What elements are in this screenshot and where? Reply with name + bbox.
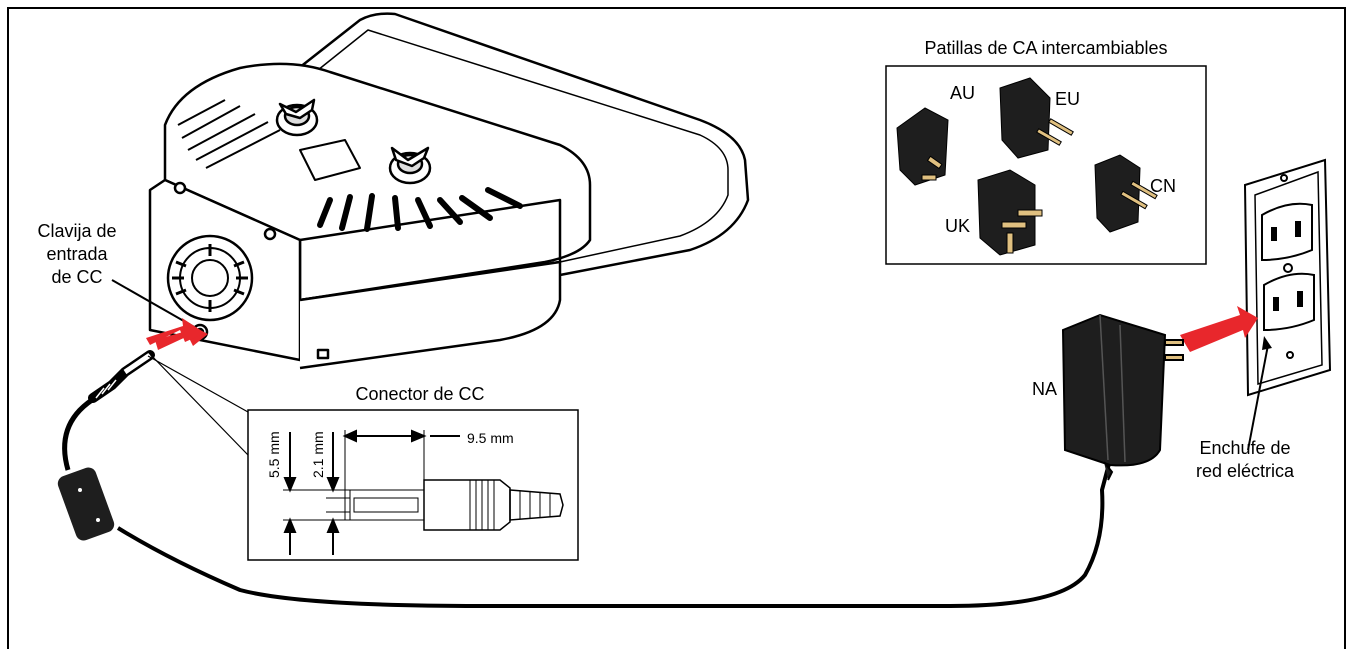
- dc-connector-title: Conector de CC: [355, 384, 485, 404]
- plug-uk-label: UK: [945, 216, 971, 236]
- dc-jack-pointer: [111, 279, 197, 329]
- adapter-label: NA: [1032, 379, 1058, 399]
- eu-plug: [999, 77, 1074, 159]
- dim-length-label: 9.5 mm: [467, 430, 514, 446]
- plug-cn-label: CN: [1150, 176, 1176, 196]
- ac-plugs-title: Patillas de CA intercambiables: [924, 38, 1168, 58]
- plug-eu-label: EU: [1055, 89, 1081, 109]
- wall-outlet: [1243, 158, 1332, 397]
- uk-plug: [977, 169, 1043, 256]
- dc-plug: [88, 350, 155, 403]
- diagram-frame: [7, 7, 1346, 654]
- outlet-pointer: [1247, 344, 1269, 451]
- dim-outer-label: 5.5 mm: [266, 431, 282, 478]
- ac-plugs-box: [885, 65, 1207, 265]
- dc-jack-label: Clavija de entrada de CC: [37, 221, 117, 287]
- dc-cable-upper: [62, 397, 94, 471]
- plug-au-label: AU: [950, 83, 976, 103]
- outlet-label: Enchufe de red eléctrica: [1195, 438, 1295, 481]
- au-plug: [896, 107, 949, 186]
- dim-inner-label: 2.1 mm: [310, 431, 326, 478]
- dc-connector-detail: [247, 409, 579, 561]
- ac-adapter: [1061, 313, 1184, 481]
- power-cable: [116, 459, 1112, 608]
- instrument-device: [148, 12, 750, 370]
- cn-plug: [1094, 154, 1158, 233]
- ferrite-bead: [57, 467, 115, 541]
- insert-arrow-outlet: [1180, 306, 1258, 352]
